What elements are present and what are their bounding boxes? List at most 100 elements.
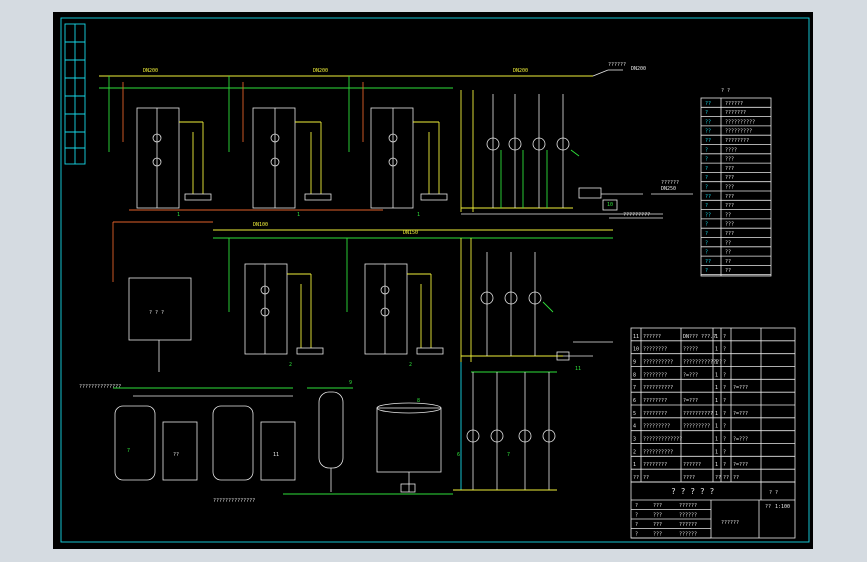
vessel-8 bbox=[212, 405, 254, 481]
unit-4: 2 bbox=[228, 238, 324, 368]
equip-cell: 9 bbox=[633, 360, 636, 366]
legend-row-text: ??????? bbox=[725, 110, 746, 116]
equip-cell: ???????? bbox=[643, 411, 667, 417]
legend-row-text: ??? bbox=[725, 166, 734, 172]
unit-10-number: 10 bbox=[607, 202, 613, 208]
legend-row-code: ?? bbox=[705, 259, 711, 265]
legend-row-code: ? bbox=[705, 110, 708, 116]
equip-cell: DN??? ???.? bbox=[683, 334, 716, 340]
legend-row-text: ????????? bbox=[725, 129, 752, 135]
equip-cell: ? bbox=[723, 360, 726, 366]
legend-row-code: ? bbox=[705, 175, 708, 181]
legend-row-code: ? bbox=[705, 231, 708, 237]
equip-cell: ?? bbox=[715, 475, 721, 481]
equip-cell: 1 bbox=[715, 424, 718, 430]
legend-row-code: ? bbox=[705, 147, 708, 153]
tb-cell: ?????? bbox=[679, 503, 697, 509]
equip-cell: 1 bbox=[715, 462, 718, 468]
equip-cell: 4 bbox=[633, 424, 636, 430]
tb-cell: ??? bbox=[653, 532, 662, 538]
equip-cell: 5 bbox=[633, 411, 636, 417]
equip-cell: ???????? bbox=[643, 462, 667, 468]
equip-cell: 7 bbox=[633, 385, 636, 391]
equip-cell: 1 bbox=[715, 398, 718, 404]
equip-cell: 1 bbox=[715, 437, 718, 443]
equip-cell: ? bbox=[723, 372, 726, 378]
equip-cell: ?? bbox=[723, 475, 729, 481]
equip-cell: ?????? bbox=[643, 334, 661, 340]
equip-cell: ?=??? bbox=[683, 398, 698, 404]
lower-vessels: 7 ?? 11 ?????????????? bbox=[79, 384, 296, 481]
vessel-11 bbox=[260, 421, 296, 481]
equip-cell: ???????? bbox=[643, 398, 667, 404]
storage-tank: ? ? ? bbox=[128, 277, 192, 372]
legend-row-text: ??? bbox=[725, 175, 734, 181]
tb-cell: ??? bbox=[653, 513, 662, 519]
return-header-label: ?????? bbox=[661, 180, 679, 186]
tb-cell: ?????? bbox=[679, 532, 697, 538]
unit-9-number: 9 bbox=[349, 380, 352, 386]
tb-cell: ? bbox=[635, 522, 638, 528]
tank-label: ? ? ? bbox=[149, 310, 164, 316]
tb-cell: ? bbox=[635, 532, 638, 538]
legend-title: ? ? bbox=[721, 88, 730, 94]
equip-cell: 11 bbox=[633, 334, 639, 340]
pipe-label-top-1: DN200 bbox=[143, 68, 158, 74]
equip-cell: 1 bbox=[715, 449, 718, 455]
middle-header: DN100 DN150 bbox=[112, 221, 613, 282]
legend-row-code: ? bbox=[705, 185, 708, 191]
sheet-border bbox=[60, 17, 810, 543]
equip-cell: ?? bbox=[643, 475, 649, 481]
unit-1: 1 bbox=[108, 76, 383, 218]
equip-cell: ?????????? bbox=[683, 411, 713, 417]
sewer-label: ????????? bbox=[623, 212, 650, 218]
equip-cell: ? bbox=[723, 347, 726, 353]
side-strip-lines bbox=[65, 24, 85, 164]
lower-pump-group: 6 7 bbox=[453, 362, 557, 491]
legend-row-text: ???????? bbox=[725, 138, 749, 144]
equip-cell: ? bbox=[723, 398, 726, 404]
equip-cell: ????????? bbox=[643, 424, 670, 430]
legend-row-text: ??? bbox=[725, 231, 734, 237]
feed-tank: 8 bbox=[376, 398, 442, 493]
scale-label: ?? bbox=[765, 504, 771, 510]
tb-cell: ??? bbox=[653, 522, 662, 528]
equipment-rows: 11??????DN??? ???.?1?10?????????????1?9?… bbox=[631, 334, 795, 483]
pipe-label-top-2: DN200 bbox=[313, 68, 328, 74]
legend-row-code: ? bbox=[705, 222, 708, 228]
equip-cell: ????? bbox=[683, 347, 698, 353]
legend-row-text: ?????? bbox=[725, 101, 743, 107]
equip-cell: ? bbox=[723, 437, 726, 443]
equip-cell: ???????? bbox=[643, 372, 667, 378]
legend-row-text: ?? bbox=[725, 268, 731, 274]
equip-cell: ?? bbox=[733, 475, 739, 481]
equip-cell: ????????? bbox=[683, 424, 710, 430]
drain-label-bottom: ?????????????? bbox=[213, 498, 255, 504]
equip-cell: 1 bbox=[633, 462, 636, 468]
return-header-sub: DN250 bbox=[661, 186, 676, 192]
tb-cell: ?????? bbox=[679, 513, 697, 519]
equip-cell: ?=??? bbox=[733, 385, 748, 391]
equip-cell: ????????????? bbox=[643, 437, 682, 443]
legend-row-text: ??? bbox=[725, 185, 734, 191]
unit-11-number: 11 bbox=[575, 366, 581, 372]
unit-6-number: 6 bbox=[457, 452, 460, 458]
equip-cell: ?=??? bbox=[683, 372, 698, 378]
vessel-7 bbox=[114, 405, 156, 481]
legend-row-code: ?? bbox=[705, 101, 711, 107]
equip-cell: 1 bbox=[715, 334, 718, 340]
steam-header-label: ?????? bbox=[608, 62, 626, 68]
equip-cell: ?????? bbox=[683, 462, 701, 468]
equip-cell: 1 bbox=[715, 360, 718, 366]
legend-row-text: ?? bbox=[725, 250, 731, 256]
steam-header-top: ?????? DN200 DN200 DN200 DN200 bbox=[99, 62, 646, 89]
legend-row-code: ? bbox=[705, 268, 708, 274]
equip-cell: ?=??? bbox=[733, 462, 748, 468]
unit-4-number: 2 bbox=[289, 362, 292, 368]
scale-value: 1:100 bbox=[775, 504, 790, 510]
equip-cell: ? bbox=[723, 411, 726, 417]
legend-row-text: ?? bbox=[725, 259, 731, 265]
tb-cell: ??? bbox=[653, 503, 662, 509]
equip-cell: ????????????? bbox=[683, 360, 722, 366]
